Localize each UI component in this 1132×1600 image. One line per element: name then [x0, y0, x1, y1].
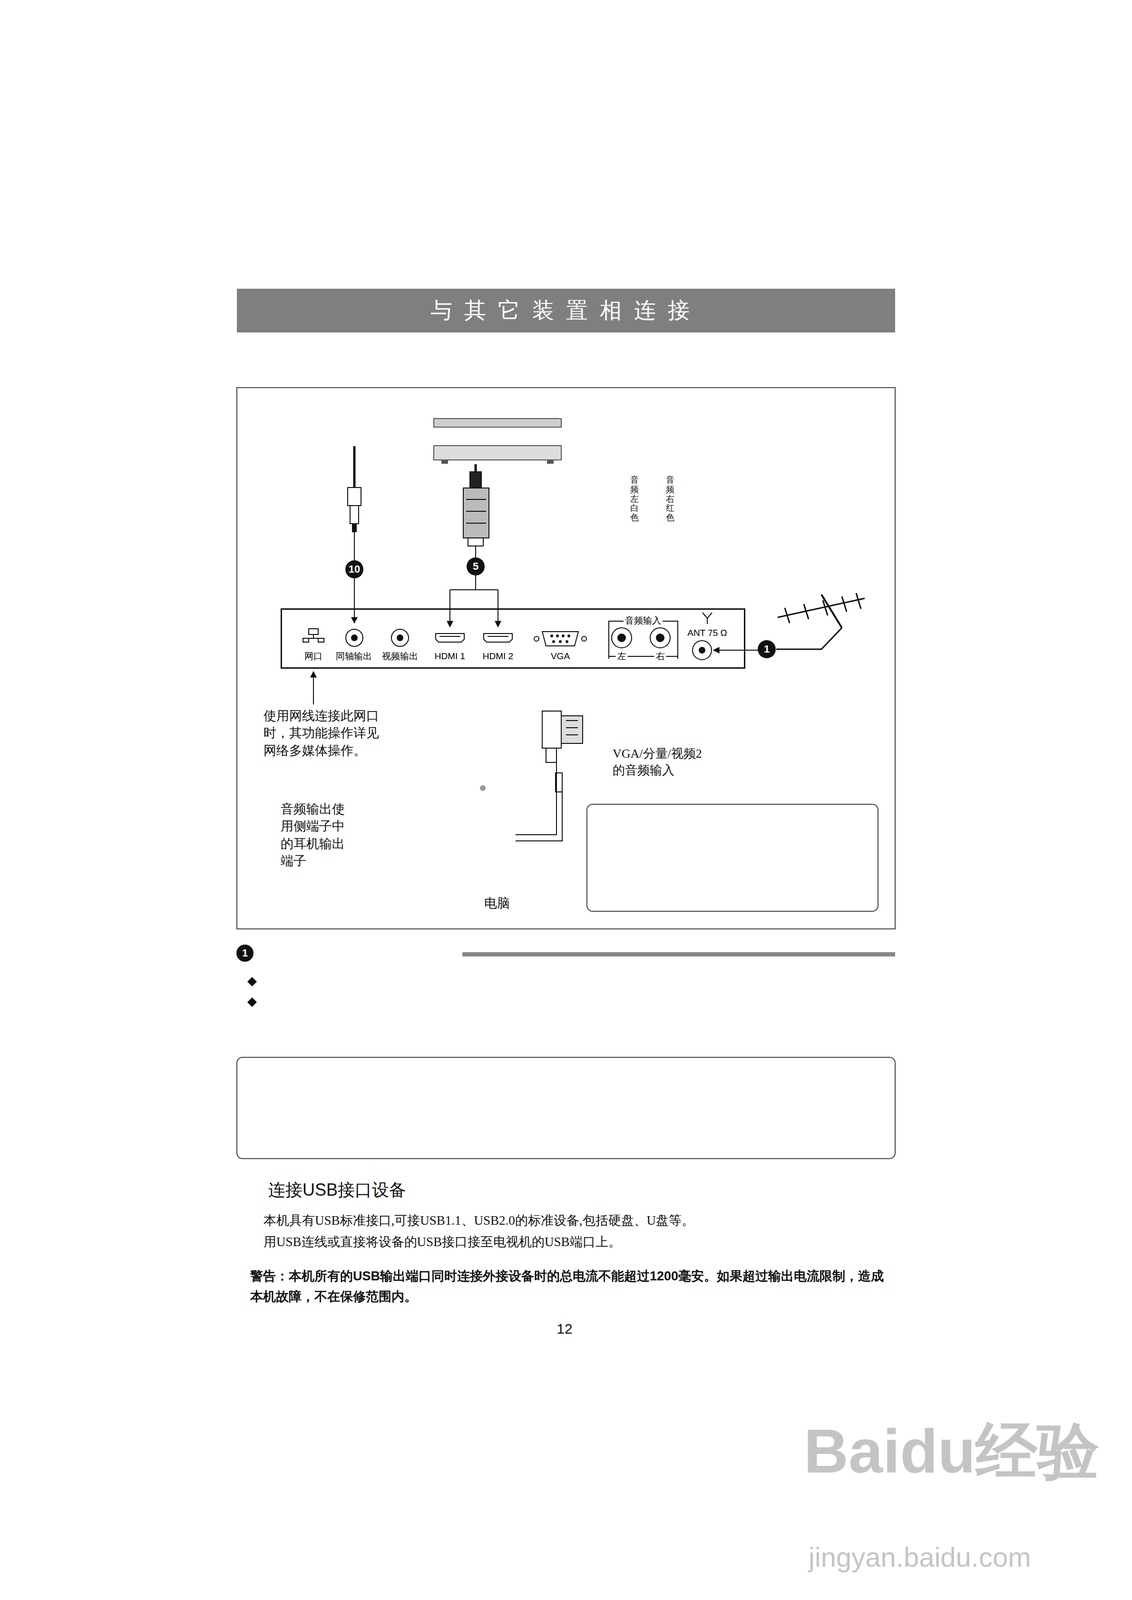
frame — [236, 387, 896, 929]
port-label: 左 — [615, 650, 628, 663]
watermark: Baidu经验 — [803, 1410, 1100, 1494]
port-label: VGA — [549, 651, 572, 662]
title: 与其它装置相连接 — [430, 295, 702, 326]
callout-number: 5 — [466, 557, 485, 576]
device-label: 电脑 — [484, 894, 510, 912]
port-label: 网口 — [302, 650, 324, 663]
body-text: 用USB连线或直接将设备的USB接口接至电视机的USB端口上。 — [263, 1233, 622, 1251]
callout-number: 1 — [236, 944, 254, 962]
note: VGA/分量/视频2 的音频输入 — [612, 745, 707, 779]
warning-text: 警告：本机所有的USB输出端口同时连接外接设备时的总电流不能超过1200毫安。如… — [250, 1266, 893, 1308]
wire-color-label: 音频左 白色 — [630, 475, 639, 523]
body-text: 本机具有USB标准接口,可接USB1.1、USB2.0的标准设备,包括硬盘、U盘… — [263, 1211, 695, 1230]
port-label: ANT 75 Ω — [685, 627, 729, 639]
separator — [462, 952, 896, 957]
hdmi-cable — [449, 464, 498, 627]
wire-color-label: 音频右 红色 — [665, 475, 675, 523]
callout-number: 1 — [757, 640, 776, 659]
note: 音频输出使 用侧端子中 的耳机输出 端子 — [280, 800, 351, 870]
bullet — [247, 976, 257, 1007]
port-label: HDMI 1 — [433, 651, 467, 662]
coax-cable — [347, 446, 362, 624]
hdmi-device — [433, 418, 562, 464]
port-label: 视频输出 — [380, 650, 420, 663]
title-band: 与其它装置相连接 — [236, 288, 896, 333]
port-label: 右 — [654, 650, 667, 663]
antenna — [713, 593, 865, 651]
note-box — [586, 804, 879, 912]
callout-number: 10 — [345, 560, 364, 579]
leader-arrow — [312, 671, 314, 705]
section-heading: 连接USB接口设备 — [268, 1178, 407, 1202]
watermark: jingyan.baidu.com — [808, 1541, 1032, 1573]
port-label: 音频输入 — [623, 614, 663, 627]
vga-plug — [479, 711, 583, 841]
port-label: 同轴输出 — [334, 650, 374, 663]
tv-back-panel: 网口同轴输出视频输出 HDMI 1 HDMI 2 VGA 音频输入左 右 ANT 75 Ω — [280, 608, 746, 669]
note: 使用网线连接此网口 时，其功能操作详见 网络多媒体操作。 — [263, 707, 385, 760]
port-label: HDMI 2 — [481, 651, 515, 662]
page-number: 12 — [556, 1320, 573, 1337]
note-box — [236, 1057, 896, 1159]
